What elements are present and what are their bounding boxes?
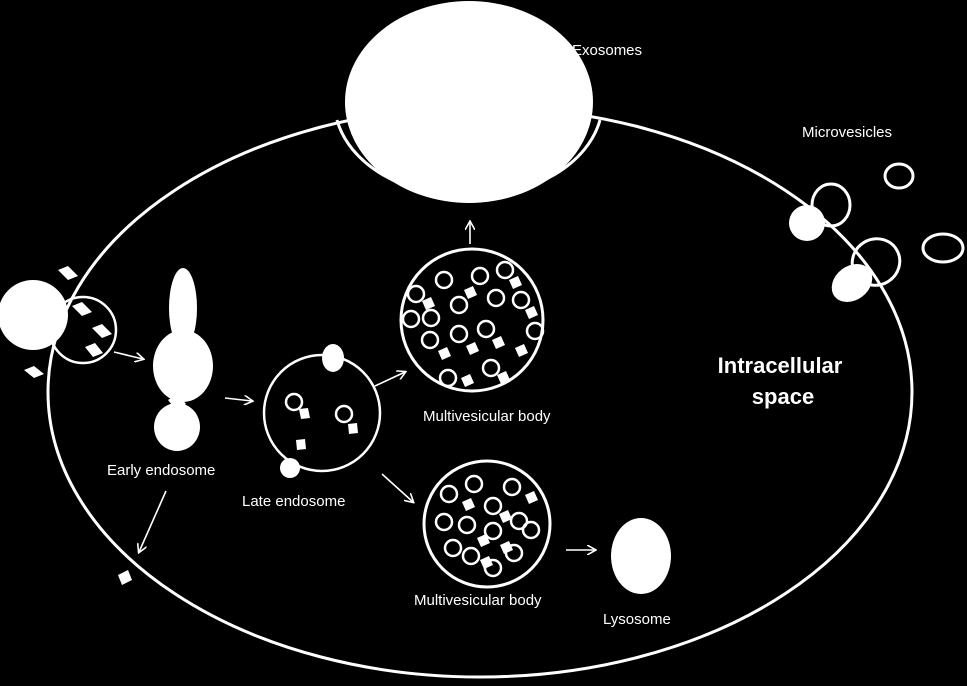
exosome-release	[335, 1, 602, 203]
label-lysosome: Lysosome	[603, 611, 671, 628]
label-mvb-bottom: Multivesicular body	[414, 592, 542, 609]
label-microvesicles: Microvesicles	[802, 124, 892, 141]
label-late-endosome: Late endosome	[242, 493, 345, 510]
released-cargo	[118, 570, 132, 585]
early-endosome	[153, 268, 213, 451]
lysosome	[611, 518, 671, 594]
mvb-top	[399, 247, 545, 393]
label-early-endosome: Early endosome	[107, 462, 215, 479]
late-endosome	[262, 344, 382, 478]
label-mvb-top: Multivesicular body	[423, 408, 551, 425]
pathway-arrows	[113, 222, 595, 552]
label-exosomes: Exosomes	[572, 42, 642, 59]
endocytosis-entry	[0, 266, 118, 378]
label-intracellular-space-line1: Intracellular	[718, 353, 843, 378]
mvb-bottom	[422, 459, 552, 589]
label-intracellular-space-line2: space	[752, 384, 814, 409]
microvesicles	[789, 162, 965, 303]
